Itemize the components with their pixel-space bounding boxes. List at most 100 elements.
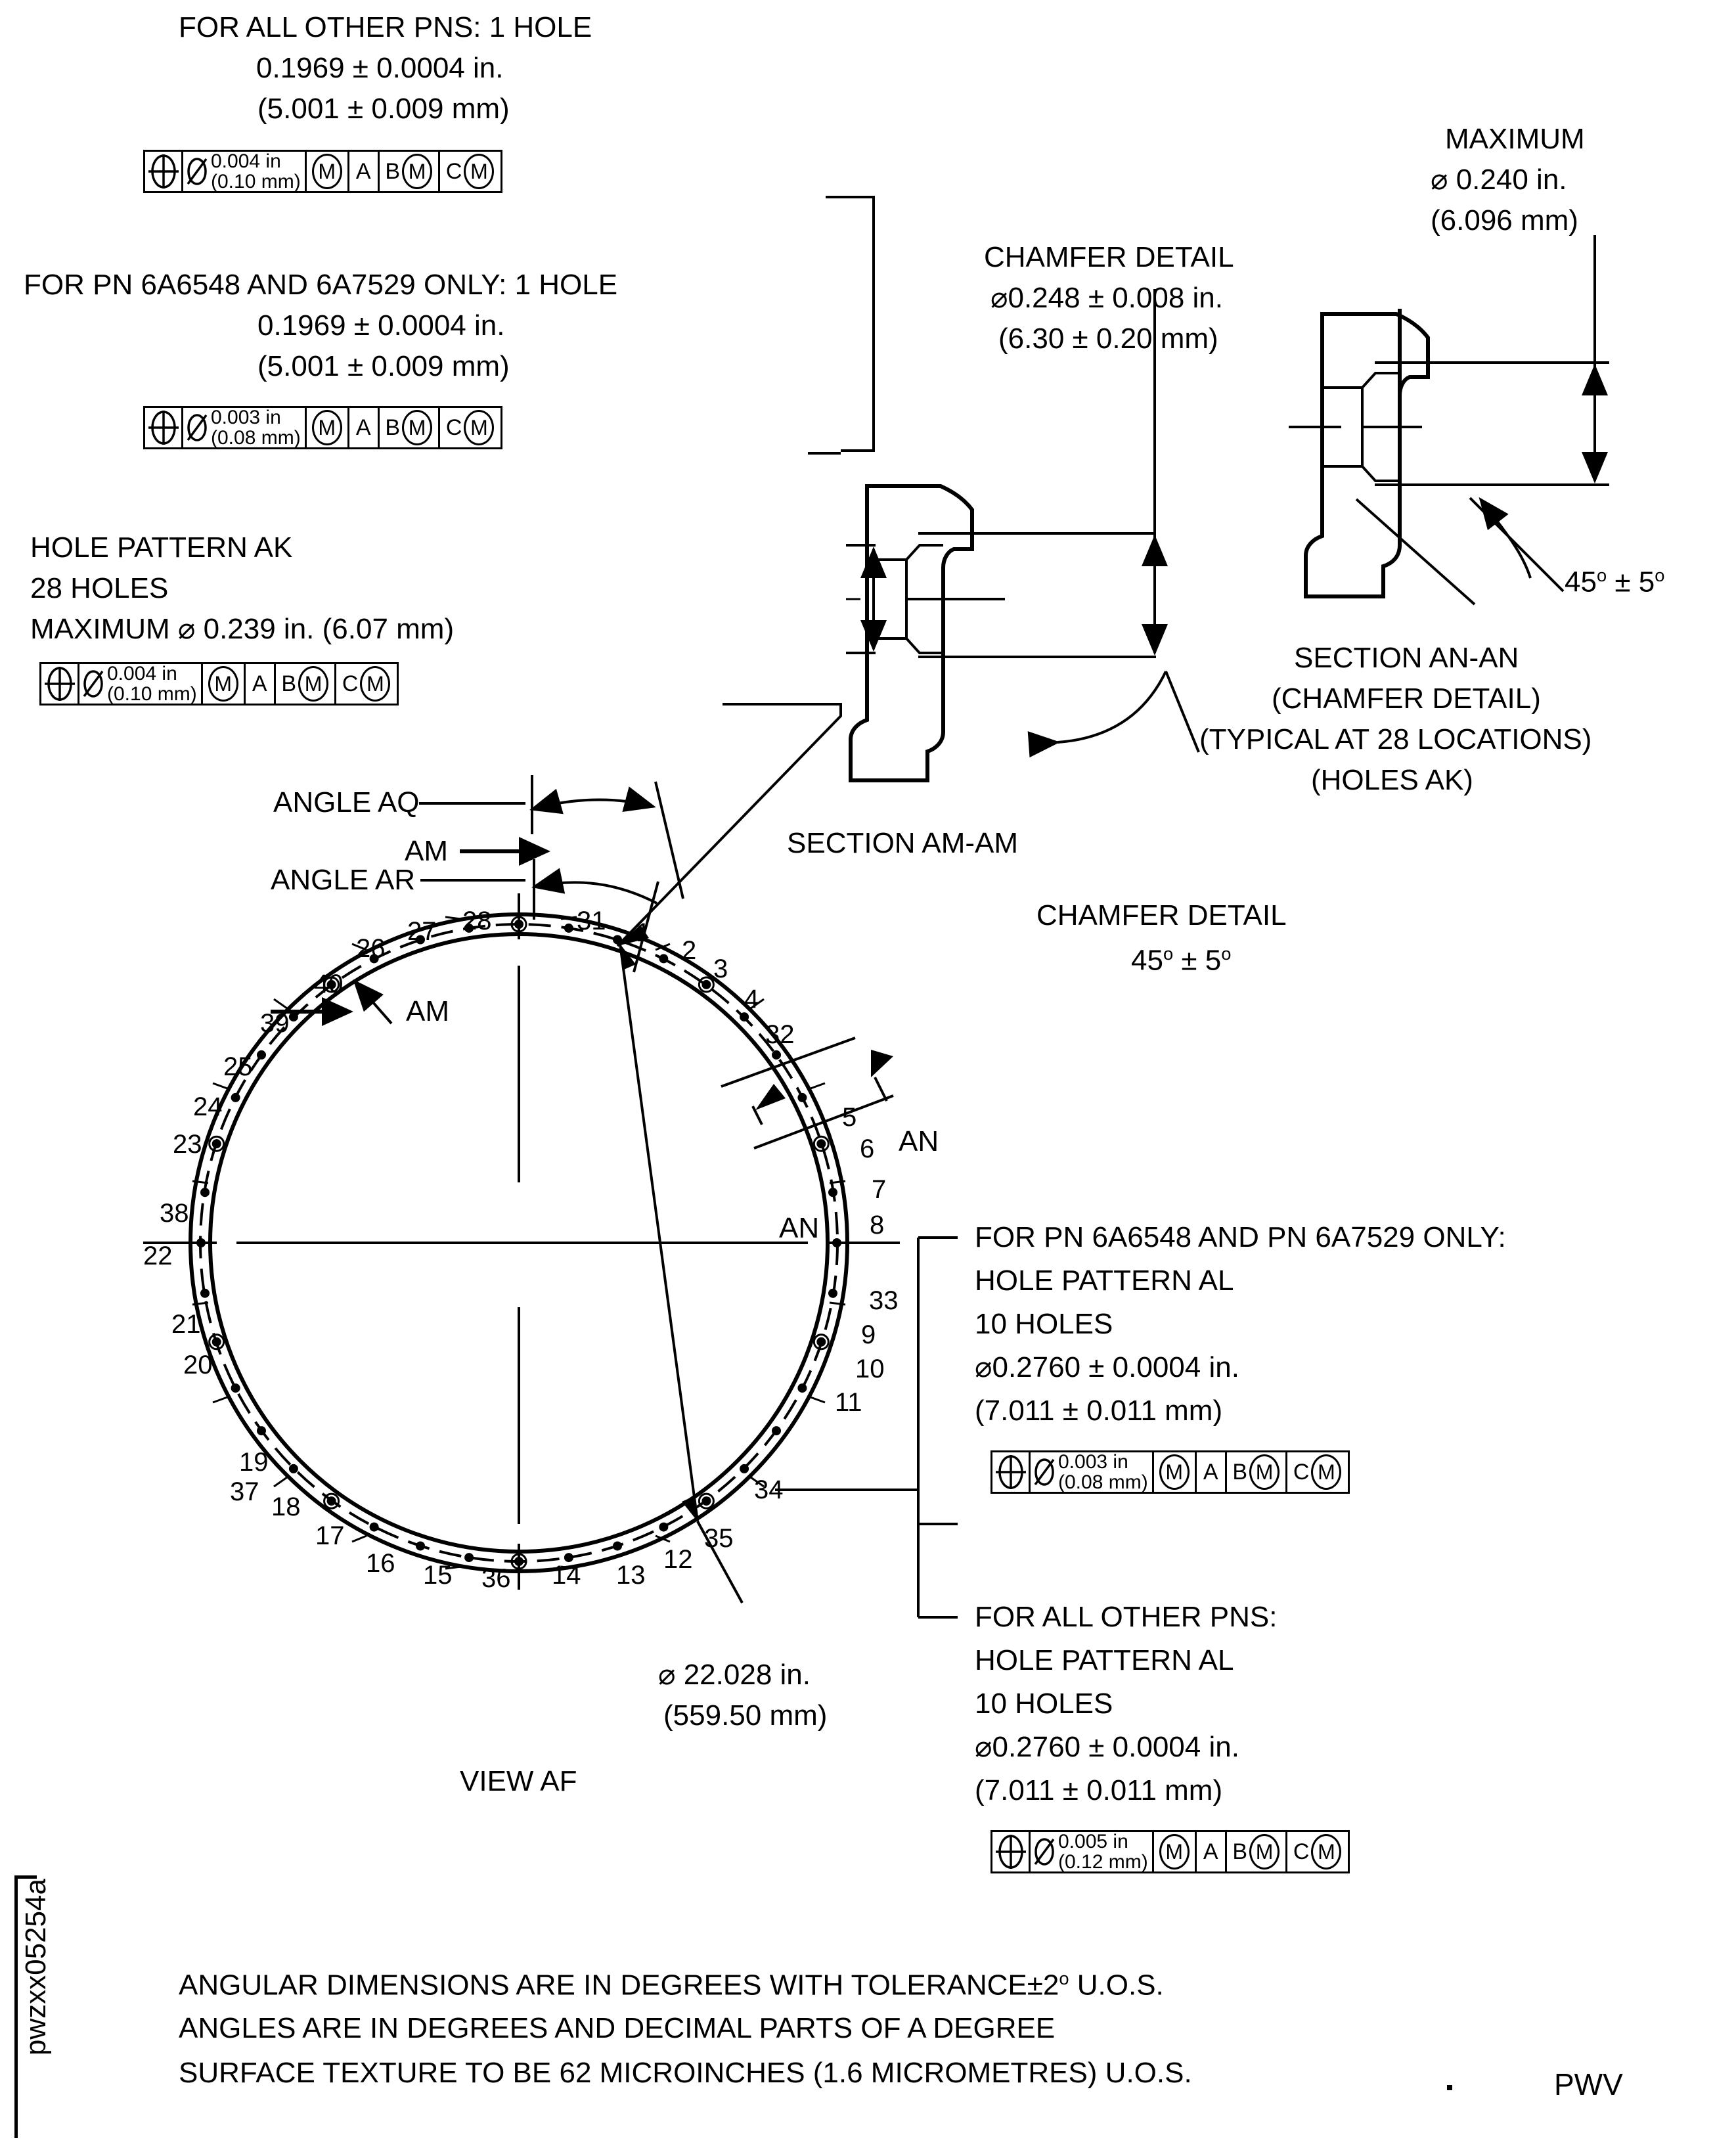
hole-number-35: 35	[704, 1524, 734, 1553]
position-symbol	[992, 1832, 1031, 1871]
hole-number-3: 3	[713, 954, 728, 983]
hole-number-38: 38	[160, 1199, 189, 1228]
tolerance-cell: 0.003 in (0.08 mm)	[183, 406, 307, 448]
al-note-brackets	[775, 1236, 958, 1619]
angle-ar-label: ANGLE AR	[271, 864, 416, 896]
note1-line3: (5.001 ± 0.009 mm)	[257, 93, 510, 125]
note3-line3: MAXIMUM ⌀ 0.239 in. (6.07 mm)	[30, 613, 455, 645]
an-chamfer-angle: 45o ± 5o	[1565, 565, 1665, 598]
hole-number-20: 20	[183, 1351, 213, 1379]
hole-number-33: 33	[869, 1286, 899, 1315]
al-special-line4: ⌀0.2760 ± 0.0004 in.	[975, 1351, 1239, 1383]
hole-number-18: 18	[271, 1492, 301, 1521]
hole-number-24: 24	[193, 1092, 223, 1121]
view-af-dia-mm: (559.50 mm)	[663, 1699, 828, 1732]
note3-line1: HOLE PATTERN AK	[30, 531, 293, 564]
note2-tol-in: 0.003 in	[211, 406, 281, 428]
note2-line3: (5.001 ± 0.009 mm)	[257, 350, 510, 382]
section-an-title4: (HOLES AK)	[1311, 764, 1473, 796]
hole-number-7: 7	[872, 1175, 887, 1204]
an-max-mm: (6.096 mm)	[1431, 204, 1578, 236]
al-other-line4: ⌀0.2760 ± 0.0004 in.	[975, 1731, 1239, 1763]
position-symbol	[992, 1452, 1031, 1492]
al-other-tol-mm: (0.12 mm)	[1058, 1851, 1148, 1873]
note3-tol-mm: (0.10 mm)	[107, 683, 197, 705]
hole-number-34: 34	[754, 1475, 784, 1504]
hole-number-4: 4	[744, 985, 759, 1014]
hole-number-26: 26	[356, 934, 386, 963]
position-symbol	[145, 408, 183, 447]
hole-number-10: 10	[855, 1355, 885, 1383]
datum-a: A	[349, 152, 380, 191]
chamfer-angle-am: 45o ± 5o	[1131, 943, 1232, 977]
hole-number-19: 19	[239, 1448, 269, 1477]
leader-top-fcfs	[808, 196, 875, 455]
al-special-tol-mm: (0.08 mm)	[1058, 1471, 1148, 1493]
hole-number-22: 22	[143, 1242, 173, 1270]
section-am-label: SECTION AM-AM	[787, 827, 1019, 859]
an-max-dia: ⌀ 0.240 in.	[1431, 164, 1567, 196]
hole-number-25: 25	[223, 1052, 253, 1081]
tolerance-cell: 0.005 in (0.12 mm)	[1031, 1830, 1154, 1873]
am-lower-arrow	[271, 979, 520, 1058]
hole-number-15: 15	[423, 1561, 453, 1590]
hole-number-37: 37	[230, 1477, 259, 1506]
an-left-label: AN	[779, 1212, 820, 1244]
hole-number-31: 31	[577, 907, 606, 935]
note3-line2: 28 HOLES	[30, 572, 169, 604]
al-other-line1: FOR ALL OTHER PNS:	[975, 1601, 1278, 1633]
al-special-line2: HOLE PATTERN AL	[975, 1265, 1234, 1297]
al-other-tol-in: 0.005 in	[1058, 1830, 1128, 1852]
chamfer-detail-dia: ⌀0.248 ± 0.008 in.	[990, 282, 1223, 314]
note1-tol-in: 0.004 in	[211, 150, 281, 172]
note1-tol-mm: (0.10 mm)	[211, 171, 301, 192]
datum-a: A	[1197, 1452, 1227, 1492]
mmc-modifier: M	[1154, 1452, 1197, 1492]
note3-tol-in: 0.004 in	[107, 662, 177, 684]
section-an-profile	[1289, 235, 1609, 606]
an-right-label: AN	[899, 1125, 939, 1157]
note2-line1: FOR PN 6A6548 AND 6A7529 ONLY: 1 HOLE	[24, 269, 618, 301]
am-lower-label: AM	[406, 995, 449, 1027]
al-special-line5: (7.011 ± 0.011 mm)	[975, 1395, 1223, 1427]
hole-number-23: 23	[173, 1130, 202, 1159]
position-symbol	[41, 664, 79, 704]
hole-number-36: 36	[481, 1564, 511, 1593]
mmc-modifier: M	[1154, 1832, 1197, 1871]
am-top-arrow	[460, 837, 550, 866]
hole-number-40: 40	[314, 970, 344, 998]
view-af-label: VIEW AF	[460, 1765, 577, 1797]
note1-line1: FOR ALL OTHER PNS: 1 HOLE	[179, 11, 592, 43]
view-af-diameter-leader	[619, 943, 744, 1603]
hole-number-39: 39	[260, 1009, 290, 1038]
hole-number-9: 9	[861, 1320, 876, 1349]
hole-number-16: 16	[366, 1549, 395, 1578]
an-max-label: MAXIMUM	[1445, 123, 1585, 155]
hole-number-6: 6	[860, 1134, 875, 1163]
am-top-label: AM	[405, 835, 448, 867]
hole-number-17: 17	[315, 1521, 345, 1550]
leader-ak-to-circle	[616, 703, 842, 947]
general-note-2: ANGLES ARE IN DEGREES AND DECIMAL PARTS …	[179, 2012, 1056, 2044]
drawing-id: pwzxx05254a	[20, 1879, 52, 2056]
chamfer-detail-title: CHAMFER DETAIL	[984, 241, 1234, 273]
al-other-line3: 10 HOLES	[975, 1688, 1113, 1720]
angle-aq-annotation	[419, 775, 684, 899]
hole-number-13: 13	[616, 1561, 646, 1590]
angle-ar-annotation	[420, 859, 659, 973]
hole-number-5: 5	[842, 1103, 857, 1132]
al-special-tol-in: 0.003 in	[1058, 1450, 1128, 1473]
hole-number-12: 12	[663, 1545, 693, 1574]
hole-number-8: 8	[870, 1211, 885, 1240]
chamfer-detail-label-2: CHAMFER DETAIL	[1036, 899, 1287, 931]
